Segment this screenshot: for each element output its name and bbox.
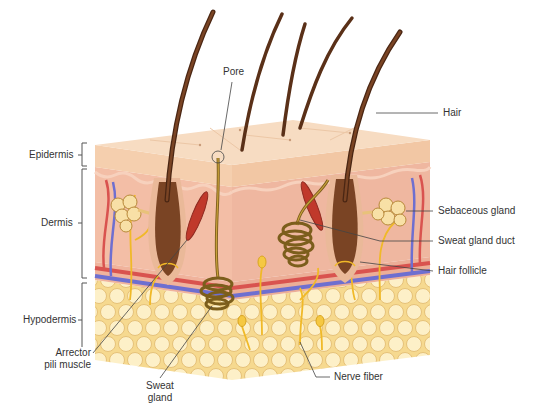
- sweat-gland-duct: [297, 180, 328, 225]
- artery: [103, 180, 108, 268]
- leader-line: [93, 82, 438, 378]
- vein: [412, 178, 415, 272]
- part-label: Sebaceous gland: [437, 205, 516, 217]
- sweat-gland-duct: [216, 158, 218, 278]
- part-label: Epidermis: [28, 149, 74, 161]
- part-label: Sweat gland duct: [437, 235, 516, 247]
- part-label: Hair follicle: [437, 265, 488, 277]
- sweat-gland-duct: [216, 158, 218, 278]
- surface-texture: [150, 125, 360, 150]
- nerve-receptor: [258, 256, 266, 268]
- dermis-layer: [95, 167, 232, 282]
- nerve-fibers: [158, 264, 178, 269]
- hypodermis-layer: [95, 280, 232, 380]
- pore-dot: [349, 132, 351, 134]
- artery: [420, 175, 423, 264]
- sweat-gland: [201, 278, 233, 309]
- vein: [111, 182, 116, 276]
- part-label: Arrector pili muscle: [42, 347, 92, 371]
- skin-surface: [95, 120, 430, 165]
- sebaceous-gland: [356, 198, 406, 226]
- sweat-gland: [279, 223, 313, 266]
- hair-shaft: [167, 12, 400, 200]
- part-label: Nerve fiber: [333, 371, 384, 383]
- part-label: Dermis: [40, 217, 74, 229]
- arrector-pili-muscle: [183, 190, 212, 242]
- pore-dot: [289, 139, 291, 141]
- part-label: Pore: [222, 66, 245, 78]
- part-label: Hypodermis: [22, 314, 77, 326]
- nerve-receptor: [316, 316, 324, 327]
- sweat-gland-duct: [297, 180, 328, 225]
- pore-dot: [239, 129, 241, 131]
- part-label: Hair: [442, 107, 462, 119]
- part-label: Sweat gland: [142, 380, 178, 404]
- layer-bracket: [78, 143, 87, 358]
- pore-dot: [199, 144, 201, 146]
- nerve-receptor: [238, 316, 246, 327]
- nerve-fibers: [335, 262, 355, 267]
